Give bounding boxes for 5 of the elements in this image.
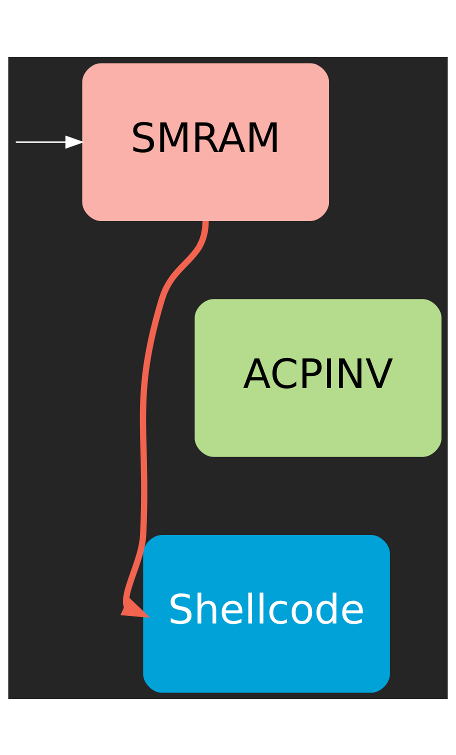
- node-box: ACPINV: [194, 298, 442, 456]
- arrow: [16, 135, 84, 148]
- node-box: SMRAM: [82, 62, 330, 221]
- arrow: [120, 220, 209, 618]
- node-box: Shellcode: [143, 534, 390, 692]
